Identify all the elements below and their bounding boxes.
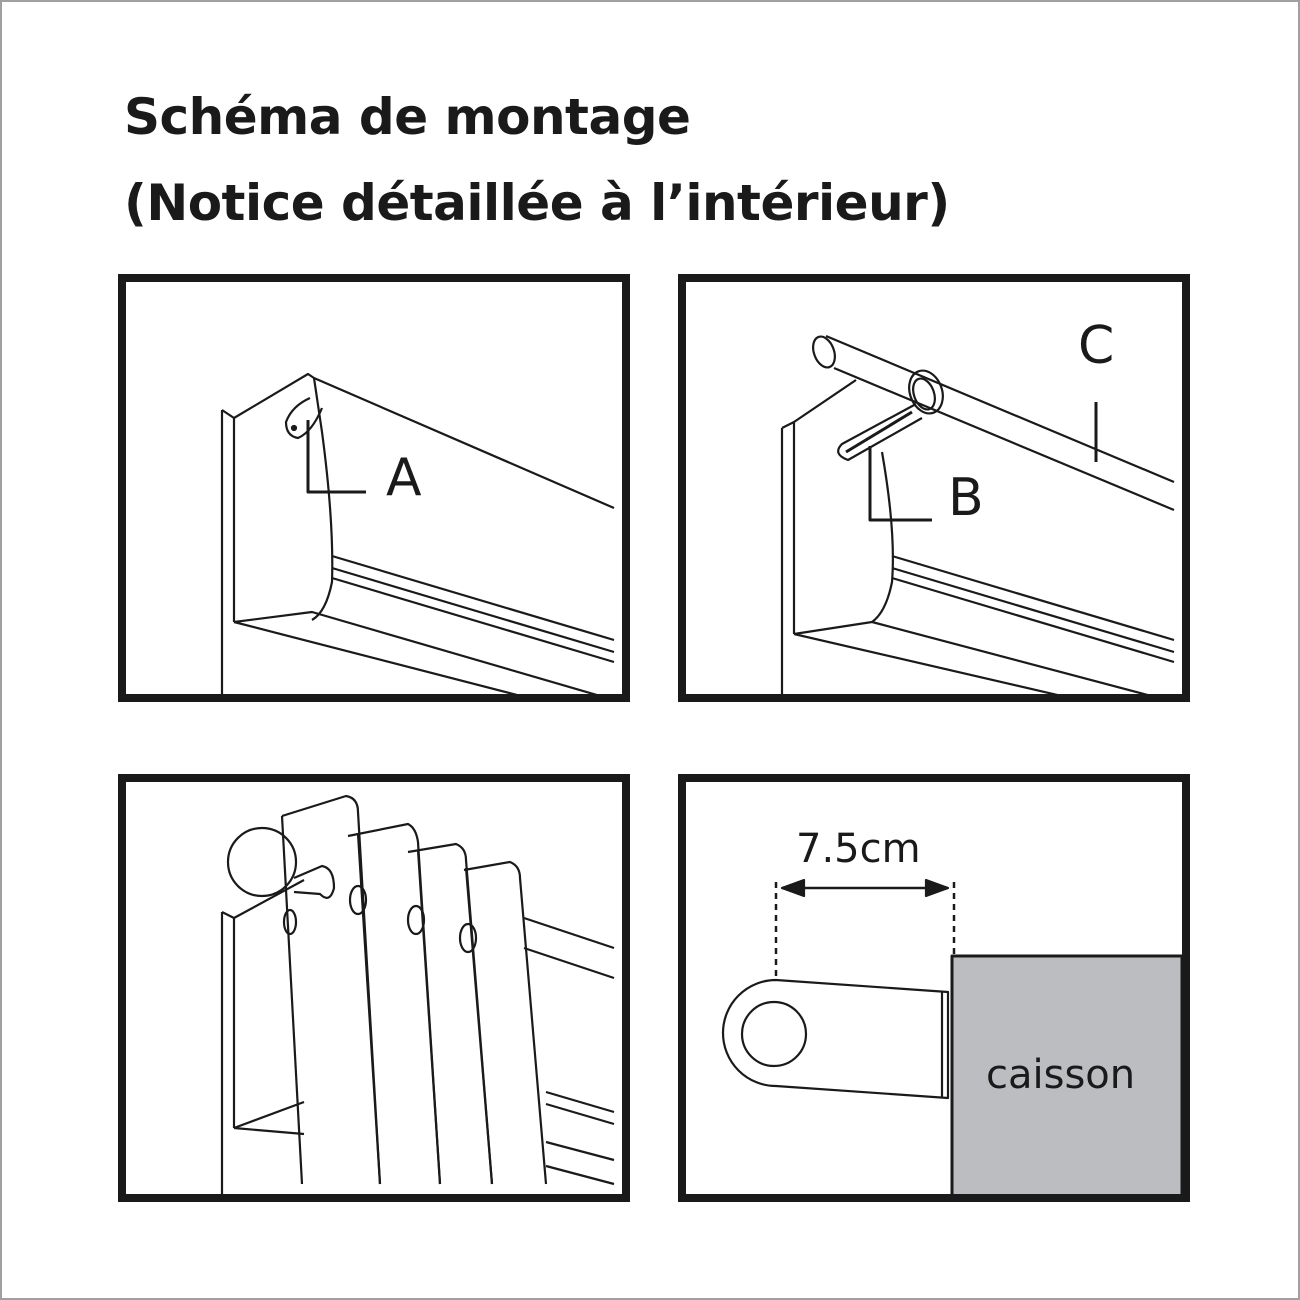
rod-support-illustration: [780, 334, 1175, 694]
label-b: B: [948, 468, 984, 528]
diagram-panel-step-4: 7.5cm caisson: [678, 774, 1190, 1202]
title-line-2: (Notice détaillée à l’intérieur): [124, 174, 950, 232]
caisson-label: caisson: [986, 1052, 1136, 1098]
box-bracket-a-illustration: [220, 372, 615, 694]
label-c: C: [1078, 316, 1115, 376]
label-a: A: [386, 448, 422, 508]
diagram-panel-step-3: [118, 774, 630, 1202]
curtain-eyelets-illustration: [220, 794, 615, 1194]
bracket-distance-illustration: [721, 878, 1182, 1194]
page-title: Schéma de montage (Notice détaillée à l’…: [124, 74, 950, 246]
caisson-box: [950, 954, 1182, 1194]
dimension-label: 7.5cm: [796, 826, 921, 872]
title-line-1: Schéma de montage: [124, 88, 691, 146]
diagram-panel-step-1: A: [118, 274, 630, 702]
ball-finial-icon: [226, 826, 298, 898]
bracket-a-icon: [284, 396, 324, 440]
diagram-panel-step-2: B C: [678, 274, 1190, 702]
